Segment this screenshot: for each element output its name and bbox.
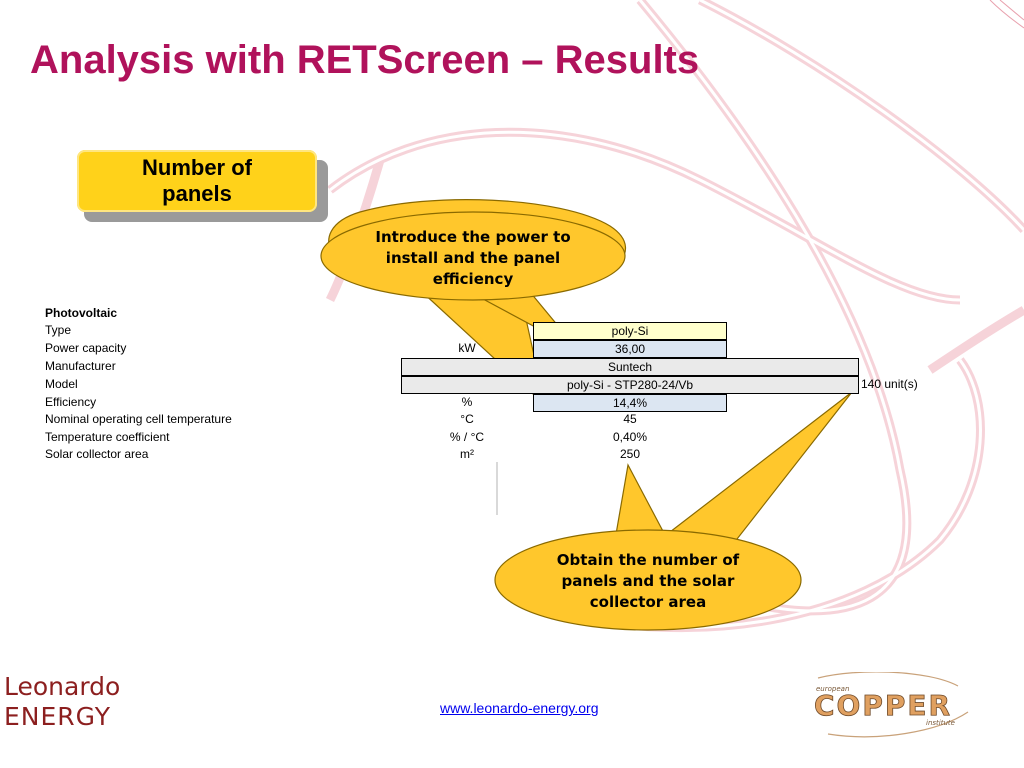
row-unit: kW	[458, 341, 476, 355]
unit-count: 140 unit(s)	[861, 377, 918, 391]
bottom-callout-text: Obtain the number of panels and the sola…	[556, 551, 740, 611]
row-unit: °C	[460, 412, 474, 426]
model-select[interactable]: poly-Si - STP280-24/Vb	[401, 376, 859, 394]
top-callout-text: Introduce the power to install and the p…	[375, 228, 571, 288]
tag-label: Number of panels	[142, 155, 252, 206]
logo-text: COPPER	[814, 689, 952, 722]
copper-institute-logo: european COPPER institute	[814, 672, 969, 738]
logo-text: ENERGY	[4, 702, 112, 731]
row-label: Manufacturer	[45, 359, 116, 373]
number-of-panels-tag: Number of panels	[77, 150, 317, 212]
type-select[interactable]: poly-Si	[533, 322, 727, 340]
row-label: Efficiency	[45, 395, 97, 409]
row-label: Solar collector area	[45, 447, 149, 461]
manufacturer-select[interactable]: Suntech	[401, 358, 859, 376]
row-label: Model	[45, 377, 78, 391]
section-heading: Photovoltaic	[45, 306, 118, 320]
row-value: 45	[623, 412, 637, 426]
logo-text: european	[816, 685, 849, 693]
row-label: Temperature coefficient	[45, 430, 170, 444]
row-label: Nominal operating cell temperature	[45, 412, 232, 426]
leonardo-energy-logo: Leonardo ENERGY	[4, 672, 120, 732]
efficiency-input[interactable]: 14,4%	[533, 394, 727, 412]
logo-text: institute	[926, 719, 955, 727]
row-unit: m²	[460, 447, 474, 461]
page-title: Analysis with RETScreen – Results	[30, 38, 700, 82]
bottom-callout-pointer-area	[614, 463, 666, 541]
row-value: 250	[619, 447, 641, 461]
power-capacity-input[interactable]: 36,00	[533, 340, 727, 358]
row-label: Type	[45, 323, 72, 337]
row-label: Power capacity	[45, 341, 127, 355]
row-unit: %	[461, 395, 473, 409]
logo-text: Leonardo	[4, 672, 121, 701]
row-value: 0,40%	[612, 430, 648, 444]
row-unit: % / °C	[449, 430, 485, 444]
bottom-callout-shape	[494, 529, 802, 631]
website-link[interactable]: www.leonardo-energy.org	[440, 700, 599, 716]
